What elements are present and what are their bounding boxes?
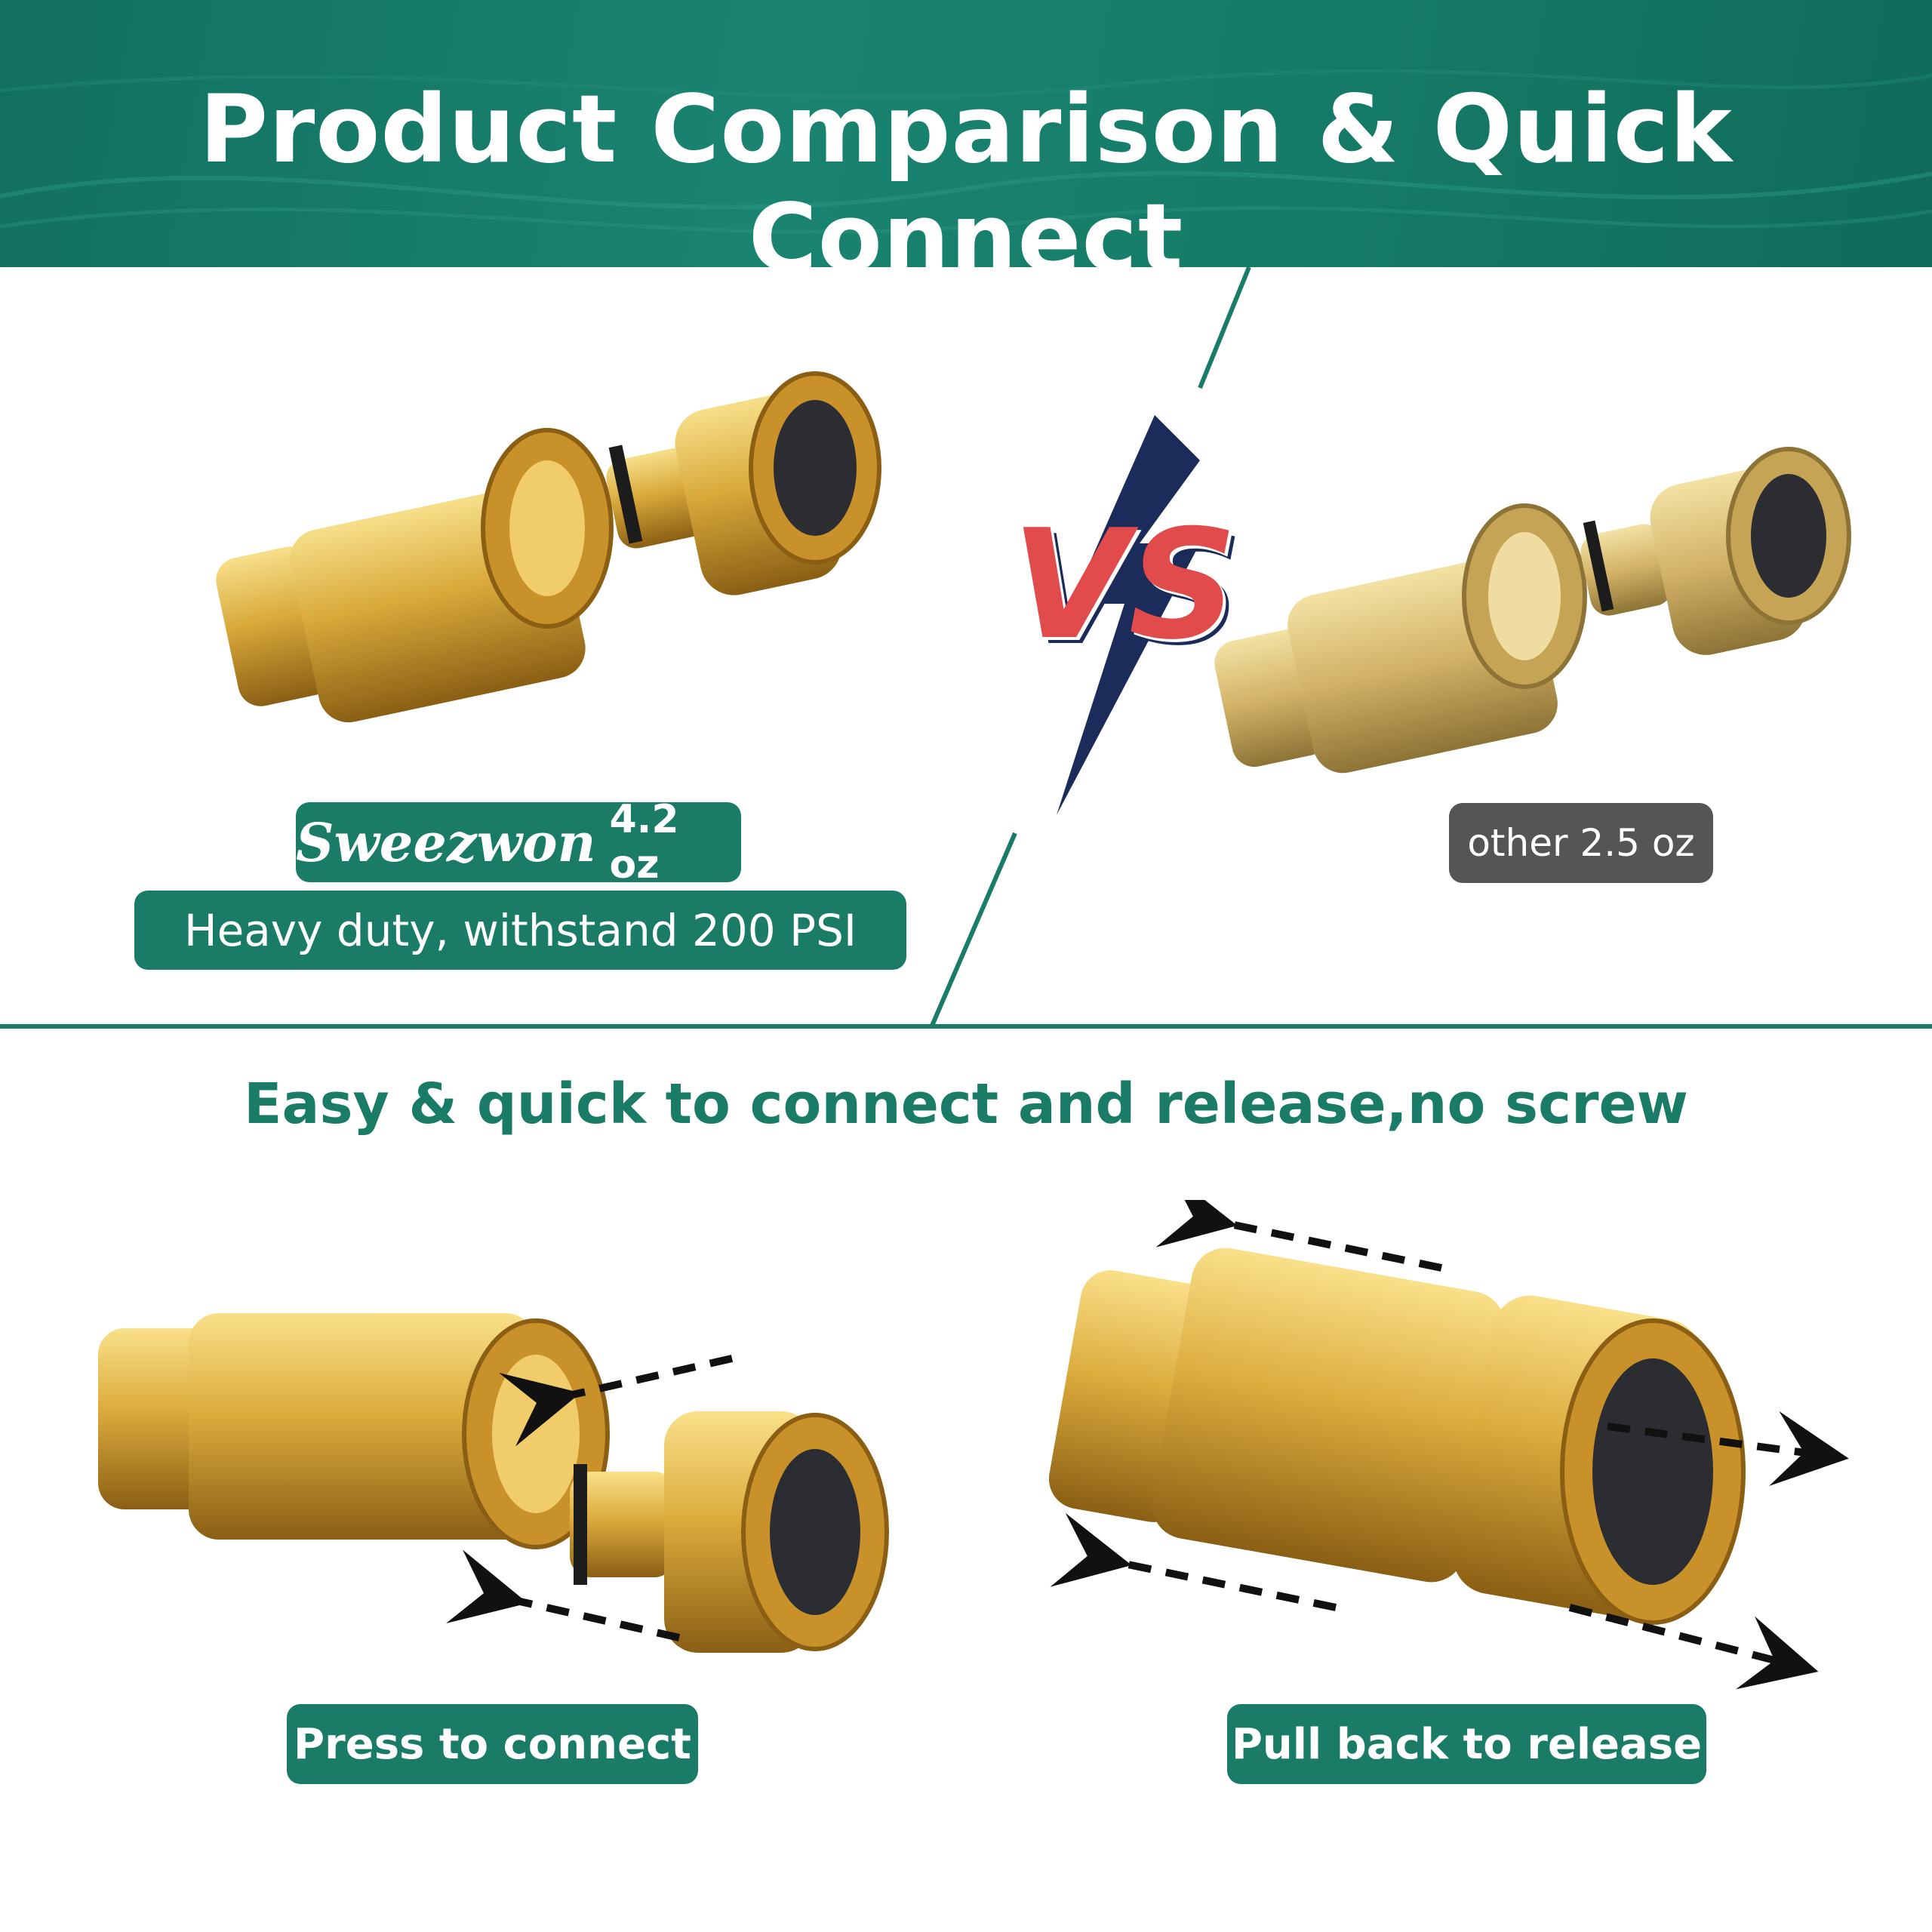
vs-label: VS xyxy=(1012,497,1238,673)
quick-connect-title: Easy & quick to connect and release,no s… xyxy=(243,1072,1689,1137)
brand-name: Sweezwon xyxy=(296,811,596,874)
sweezwon-connector-image xyxy=(216,371,881,723)
sweezwon-weight-badge: Sweezwon 4.2 oz xyxy=(296,797,741,888)
pull-to-release-image xyxy=(1049,1200,1849,1690)
page-title: Product Comparison & Quick Connect xyxy=(199,75,1733,293)
vs-text: VS xyxy=(1011,497,1238,673)
feature-badge: Heavy duty, withstand 200 PSI xyxy=(134,891,906,970)
other-connector-image xyxy=(1214,447,1851,774)
sweezwon-weight: 4.2 oz xyxy=(609,797,679,888)
other-weight-badge: other 2.5 oz xyxy=(1449,803,1713,883)
comparison-divider xyxy=(0,267,1932,1029)
header-banner xyxy=(0,0,1932,267)
press-to-connect-label: Press to connect xyxy=(287,1704,698,1784)
banner-wave-pattern xyxy=(0,69,1932,234)
pull-to-release-label: Pull back to release xyxy=(1227,1704,1706,1784)
vs-lightning-graphic xyxy=(1057,415,1200,815)
press-to-connect-image xyxy=(98,1313,889,1653)
